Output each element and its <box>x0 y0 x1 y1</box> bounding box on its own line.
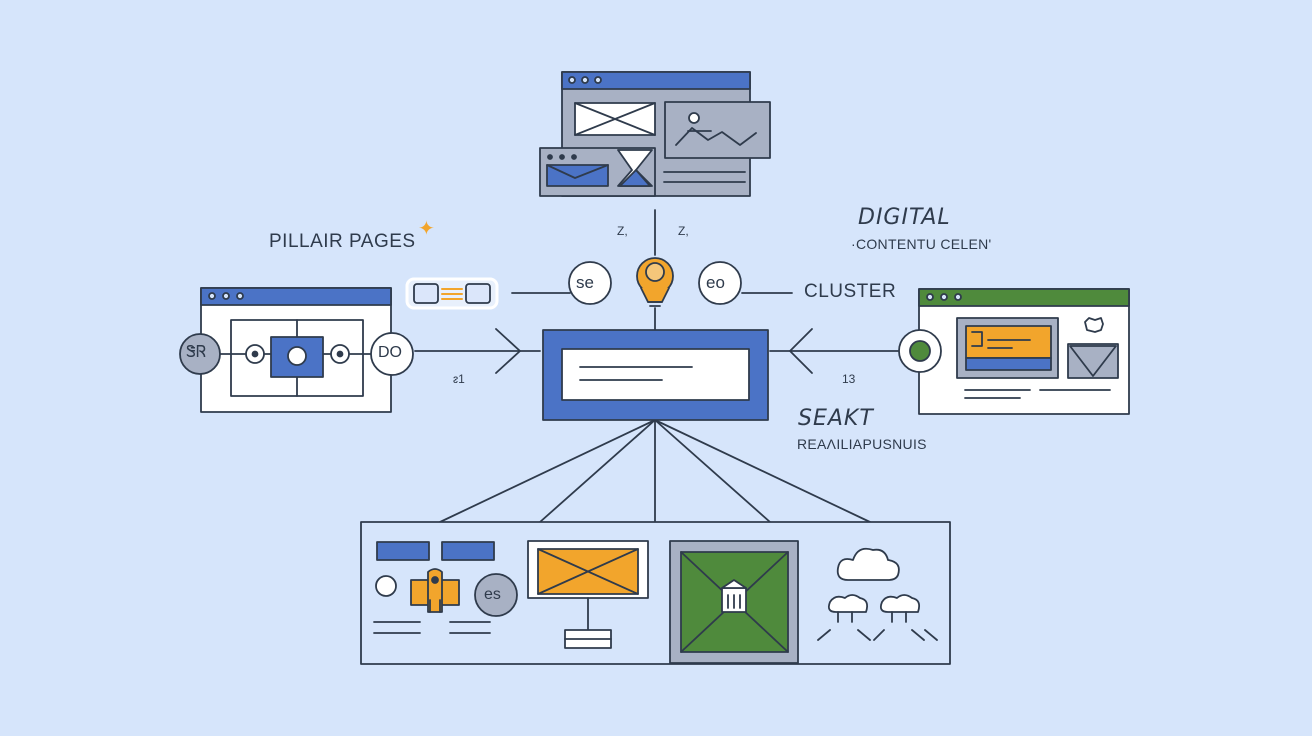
infinity-node-label: DO <box>378 344 402 361</box>
pillar-pages-label: PILLAIR PAGES <box>269 231 416 252</box>
eo-node <box>698 261 742 305</box>
search-label: SEAKT <box>798 406 874 431</box>
connector-lines <box>414 209 899 523</box>
se-node-label: se <box>576 273 594 292</box>
central-hub <box>542 329 769 421</box>
es-node-label: es <box>484 586 501 603</box>
image-placeholder-icon <box>574 102 656 136</box>
bottom-panel <box>360 521 951 665</box>
box-icon <box>721 579 747 613</box>
digital-label: DIGITAL <box>858 205 951 230</box>
left-number-label: ᴤ1 <box>453 372 465 386</box>
image-panel <box>669 540 799 664</box>
person-icon <box>410 568 460 613</box>
sparkle-icon: ✦ <box>418 218 435 240</box>
left-node-label: ᏕᏒ <box>186 344 207 361</box>
eo-node-label: eo <box>706 273 725 292</box>
lightbulb-icon <box>636 257 674 307</box>
cluster-label: CLUSTER <box>804 281 897 302</box>
right-window <box>898 288 1130 415</box>
content-label: ·CONTENTU CELEN' <box>851 236 992 252</box>
cloud-network-icon <box>817 594 938 641</box>
relationships-label: REAΛILIAPUSNUIS <box>797 436 927 452</box>
z-right-label: Z, <box>678 224 689 238</box>
z-left-label: Z, <box>617 224 628 238</box>
se-node <box>568 261 612 305</box>
cloud-icon <box>836 547 900 581</box>
toggle-pill <box>405 277 499 310</box>
right-number-label: 13 <box>842 372 856 386</box>
top-window <box>539 71 771 197</box>
monitor-icon <box>527 540 649 649</box>
left-window <box>179 287 414 413</box>
